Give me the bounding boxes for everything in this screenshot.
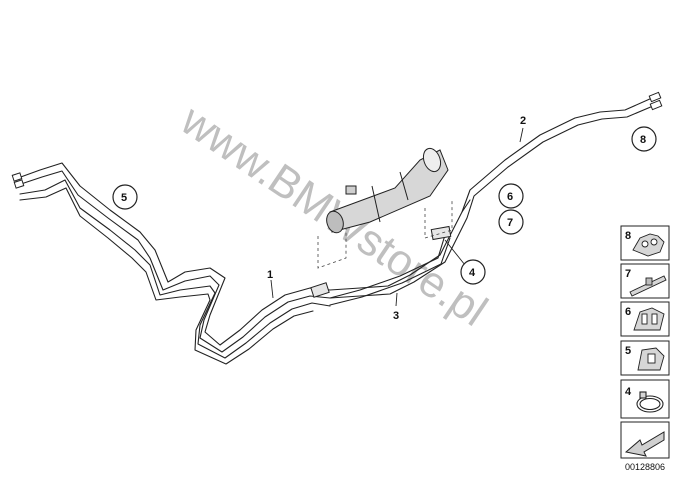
callout-5: 5 (112, 184, 138, 210)
right-fittings (648, 91, 663, 111)
callout-4: 4 (460, 259, 486, 285)
connector-pipe1 (310, 282, 330, 298)
clip-single-icon (637, 347, 665, 371)
svg-text:7: 7 (625, 268, 631, 280)
svg-text:8: 8 (625, 230, 631, 242)
svg-text:7: 7 (507, 217, 513, 229)
svg-text:4: 4 (625, 386, 632, 398)
side-item-4: 4 (620, 379, 670, 419)
arrow-icon (624, 431, 665, 457)
clip-double-icon (633, 307, 665, 331)
connector-4 (430, 225, 452, 241)
side-item-8: 8 (620, 225, 670, 261)
side-item-arrow (620, 421, 670, 459)
svg-text:6: 6 (507, 191, 513, 203)
side-item-6: 6 (620, 301, 670, 337)
label-1: 1 (267, 269, 273, 281)
document-id: 00128806 (625, 462, 665, 472)
svg-text:8: 8 (640, 134, 646, 146)
side-item-5: 5 (620, 340, 670, 376)
callout-7: 7 (498, 209, 524, 235)
fuel-filter (326, 147, 449, 234)
leader-lines (270, 127, 524, 307)
svg-text:6: 6 (625, 306, 631, 318)
callout-6: 6 (498, 183, 524, 209)
side-item-7: 7 (620, 263, 670, 299)
label-3: 3 (393, 310, 399, 322)
hose-clamp-icon (636, 391, 664, 413)
fuel-lines (17, 97, 654, 365)
svg-text:5: 5 (625, 345, 631, 357)
callout-8: 8 (631, 126, 657, 152)
dashed-leaders (317, 200, 453, 269)
svg-text:5: 5 (121, 192, 127, 204)
side-parts-panel: 8 7 6 (620, 225, 670, 472)
left-fittings (11, 172, 25, 189)
bracket-icon (629, 275, 667, 297)
label-2: 2 (520, 115, 526, 127)
clip-triple-icon (632, 233, 665, 257)
svg-text:4: 4 (469, 267, 476, 279)
